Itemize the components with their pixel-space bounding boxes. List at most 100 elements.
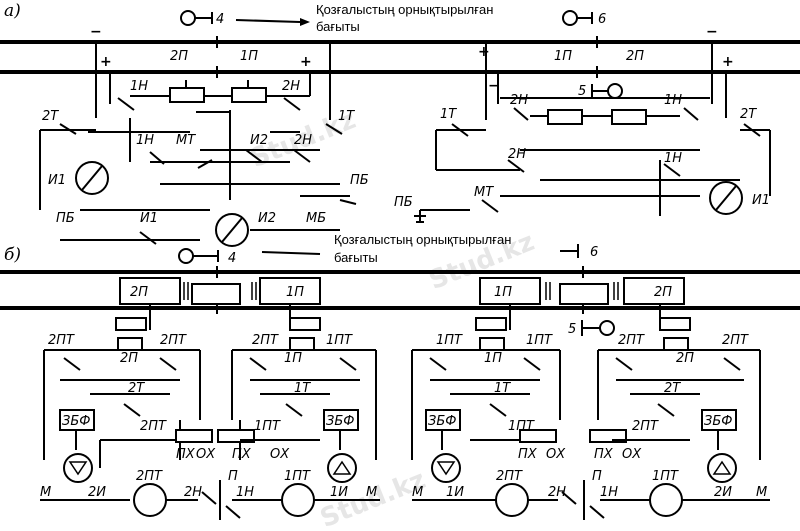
- svg-text:М: М: [40, 485, 51, 500]
- svg-text:ПБ: ПБ: [350, 173, 369, 188]
- svg-text:2И: 2И: [88, 485, 106, 500]
- polarity-minus-a3: −: [706, 24, 718, 40]
- polarity-plus-a1: +: [100, 54, 112, 70]
- svg-text:2П: 2П: [676, 351, 694, 366]
- signal-6-a: 6: [562, 10, 606, 27]
- svg-text:М: М: [412, 485, 423, 500]
- signal-6-b: 6: [560, 244, 598, 260]
- svg-text:И1: И1: [140, 211, 158, 226]
- svg-text:1Т: 1Т: [440, 107, 457, 122]
- svg-text:1Н: 1Н: [236, 485, 254, 500]
- svg-text:2ПТ: 2ПТ: [140, 419, 167, 434]
- signal-5-b: 5: [568, 320, 615, 337]
- svg-text:1И: 1И: [330, 485, 348, 500]
- svg-text:1П: 1П: [284, 351, 302, 366]
- svg-text:2ПТ: 2ПТ: [252, 333, 279, 348]
- svg-text:М: М: [366, 485, 377, 500]
- svg-text:2Т: 2Т: [664, 381, 681, 396]
- svg-text:ПХ: ПХ: [176, 447, 196, 462]
- direction-caption-a-line2: бағыты: [316, 19, 360, 34]
- svg-text:2П: 2П: [120, 351, 138, 366]
- svg-text:ПХ: ПХ: [232, 447, 252, 462]
- svg-text:И1: И1: [752, 193, 770, 208]
- svg-text:2Т: 2Т: [128, 381, 145, 396]
- svg-text:ОХ: ОХ: [270, 447, 290, 462]
- svg-text:2Н: 2Н: [510, 93, 528, 108]
- svg-text:1Н: 1Н: [664, 151, 682, 166]
- circuit-a-right-wiring: [414, 42, 771, 223]
- svg-text:1Т: 1Т: [294, 381, 311, 396]
- svg-text:1Н: 1Н: [664, 93, 682, 108]
- labels-b-left: 2П 1П 2ПТ 2ПТ 2П 2ПТ 1ПТ 1П 2Т 1Т ЗБФ ЗБ…: [40, 285, 377, 500]
- meter-i1-left: [75, 161, 109, 195]
- meter-i1-right: [709, 181, 743, 215]
- svg-text:ПБ: ПБ: [394, 195, 413, 210]
- svg-text:2Т: 2Т: [740, 107, 757, 122]
- svg-text:2ПТ: 2ПТ: [632, 419, 659, 434]
- svg-text:2П: 2П: [626, 49, 644, 64]
- svg-text:П: П: [228, 469, 238, 484]
- svg-text:1П: 1П: [494, 285, 512, 300]
- svg-text:ЗБФ: ЗБФ: [62, 414, 90, 429]
- polarity-plus-a4: +: [722, 54, 734, 70]
- svg-text:И2: И2: [250, 133, 268, 148]
- svg-text:ЗБФ: ЗБФ: [326, 414, 354, 429]
- svg-text:ЗБФ: ЗБФ: [428, 414, 456, 429]
- direction-line-b: [261, 251, 321, 255]
- direction-caption-b-line1: Қозғалыстың орнықтырылған: [334, 232, 511, 247]
- svg-text:И2: И2: [258, 211, 276, 226]
- svg-text:1ПТ: 1ПТ: [254, 419, 281, 434]
- svg-text:2П: 2П: [654, 285, 672, 300]
- svg-text:1Т: 1Т: [494, 381, 511, 396]
- svg-text:1ПТ: 1ПТ: [326, 333, 353, 348]
- svg-text:2Н: 2Н: [282, 79, 300, 94]
- svg-text:2П: 2П: [130, 285, 148, 300]
- signal-4-b: 4: [178, 248, 236, 266]
- svg-text:1ПТ: 1ПТ: [436, 333, 463, 348]
- svg-text:2ПТ: 2ПТ: [48, 333, 75, 348]
- svg-text:2П: 2П: [170, 49, 188, 64]
- svg-text:2ПТ: 2ПТ: [496, 469, 523, 484]
- svg-text:1Н: 1Н: [136, 133, 154, 148]
- svg-text:2ПТ: 2ПТ: [618, 333, 645, 348]
- polarity-minus-a2: −: [488, 78, 500, 94]
- svg-text:МБ: МБ: [306, 211, 326, 226]
- svg-text:ПБ: ПБ: [56, 211, 75, 226]
- direction-caption-a-line1: Қозғалыстың орнықтырылған: [316, 2, 493, 17]
- svg-text:5: 5: [578, 84, 586, 99]
- svg-text:1Н: 1Н: [130, 79, 148, 94]
- svg-text:1П: 1П: [484, 351, 502, 366]
- svg-text:2ПТ: 2ПТ: [136, 469, 163, 484]
- svg-text:1ПТ: 1ПТ: [508, 419, 535, 434]
- polarity-plus-a2: +: [300, 54, 312, 70]
- meter-i1-left-needle: [81, 165, 103, 191]
- circuit-b-left-wiring: [40, 277, 380, 520]
- part-b-marker: б): [4, 245, 21, 265]
- direction-caption-b-line2: бағыты: [334, 250, 378, 265]
- svg-text:1П: 1П: [286, 285, 304, 300]
- svg-text:5: 5: [568, 322, 576, 337]
- svg-text:6: 6: [598, 12, 606, 27]
- svg-text:ПХ: ПХ: [594, 447, 614, 462]
- svg-text:МТ: МТ: [474, 185, 494, 200]
- svg-text:1ПТ: 1ПТ: [526, 333, 553, 348]
- svg-text:2И: 2И: [714, 485, 732, 500]
- meter-i1-right-needle: [715, 185, 737, 211]
- relay-labels-a-right: 1П 2П 2Н 1Н 1Т 2Т 2Н 1Н МТ ПБ И1: [394, 49, 770, 210]
- polarity-plus-a3: +: [478, 44, 490, 60]
- svg-text:И1: И1: [48, 173, 66, 188]
- svg-text:2Н: 2Н: [508, 147, 526, 162]
- circuit-a-left-wiring: [39, 42, 357, 245]
- signal-4-a: 4: [180, 10, 224, 27]
- direction-arrow-a-head: [300, 18, 310, 26]
- circuit-b-right-wiring: [411, 277, 770, 520]
- svg-text:2ПТ: 2ПТ: [722, 333, 749, 348]
- svg-text:М: М: [756, 485, 767, 500]
- svg-text:2Н: 2Н: [184, 485, 202, 500]
- svg-text:2Н: 2Н: [548, 485, 566, 500]
- svg-text:ОХ: ОХ: [622, 447, 642, 462]
- svg-text:2ПТ: 2ПТ: [160, 333, 187, 348]
- svg-text:1Т: 1Т: [338, 109, 355, 124]
- svg-text:МТ: МТ: [176, 133, 196, 148]
